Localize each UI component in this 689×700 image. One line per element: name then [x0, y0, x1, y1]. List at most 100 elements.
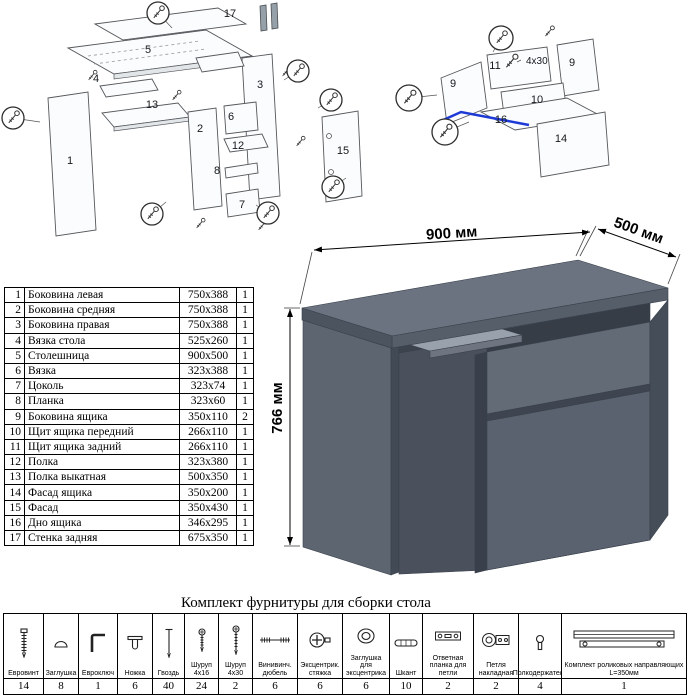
part-size-cell: 323x60 — [179, 393, 237, 410]
hardware-item-label: Ножка — [124, 669, 146, 677]
hardware-item-qty: 40 — [153, 679, 184, 694]
cam-lock-icon — [308, 617, 332, 662]
part-name-cell: Полка выкатная — [24, 469, 180, 486]
hardware-item-qty: 1 — [562, 679, 686, 694]
part-number-cell: 10 — [4, 423, 25, 440]
hardware-item-qty: 2 — [423, 679, 473, 694]
part-number-cell: 3 — [4, 317, 25, 334]
part-name-cell: Дно ящика — [24, 514, 180, 532]
part-qty-cell: 1 — [236, 423, 254, 440]
hardware-item: Евроключ — [79, 614, 117, 678]
part-number-cell: 4 — [4, 332, 25, 349]
hardware-item-label: Евровинт — [8, 669, 39, 677]
part-name-cell: Щит ящика передний — [24, 423, 180, 440]
nail-icon — [164, 617, 174, 670]
screw-4x16-icon — [195, 617, 209, 662]
part-qty-cell: 1 — [236, 469, 254, 486]
part-number-cell: 15 — [4, 499, 25, 516]
part-qty-cell: 1 — [236, 529, 254, 547]
hanger-bolt-icon — [258, 617, 292, 662]
part-qty-cell: 1 — [236, 332, 254, 349]
part-qty-cell: 1 — [236, 286, 254, 304]
part-size-cell: 323x74 — [179, 378, 237, 395]
hardware-item: Ножка — [118, 614, 152, 678]
screw-size-note: 4x30 — [526, 56, 548, 67]
hardware-item-label: Шуруп 4x16 — [191, 662, 212, 677]
part-number-label: 11 — [489, 60, 500, 72]
assembled-desk — [301, 259, 669, 576]
hardware-item-qty: 6 — [118, 679, 152, 694]
part-qty-cell: 1 — [236, 347, 254, 364]
part-number-cell: 2 — [4, 302, 25, 319]
hardware-item: Заглушка для эксцентрика — [343, 614, 389, 678]
part-name-cell: Стенка задняя — [24, 529, 180, 547]
hardware-item: Шуруп 4x16 — [185, 614, 218, 678]
roller-rails-icon — [572, 617, 676, 662]
part-number-cell: 14 — [4, 484, 25, 501]
part-size-cell: 525x260 — [179, 332, 237, 349]
part-size-cell: 323x388 — [179, 362, 237, 380]
hardware-item: Эксцентрик. стяжка — [298, 614, 342, 678]
screw-4x30-icon — [229, 617, 243, 662]
hardware-item: Евровинт — [4, 614, 43, 678]
hardware-item-label: Шуруп 4x30 — [225, 662, 246, 677]
part-qty-cell: 1 — [236, 514, 254, 532]
part-number-cell: 9 — [4, 408, 25, 425]
part-number-cell: 13 — [4, 469, 25, 486]
hardware-item: Ответная планка для петли — [423, 614, 473, 678]
part-size-cell: 350x430 — [179, 499, 237, 516]
dim-height-label: 766 мм — [269, 382, 286, 433]
cam-cover-icon — [356, 617, 376, 655]
part-name-cell: Планка — [24, 393, 180, 410]
hardware-item-qty: 2 — [219, 679, 252, 694]
part-name-cell: Щит ящика задний — [24, 438, 180, 456]
part-number-label: 17 — [224, 8, 236, 20]
part-number-label: 9 — [450, 78, 456, 90]
part-number-label: 3 — [257, 79, 263, 91]
desk-render: 900 мм 500 мм 766 мм — [269, 214, 681, 576]
part-qty-cell: 1 — [236, 317, 254, 334]
part-name-cell: Боковина правая — [24, 317, 180, 334]
dim-width-label: 900 мм — [426, 223, 478, 243]
fastener-callouts — [1, 1, 347, 226]
drawer-parts — [440, 38, 610, 178]
part-number-label: 5 — [145, 44, 151, 56]
hardware-item-qty: 6 — [298, 679, 342, 694]
part-name-cell: Вязка — [24, 362, 180, 380]
part-size-cell: 266x110 — [179, 438, 237, 456]
dim-depth-label: 500 мм — [611, 214, 665, 248]
part-qty-cell: 1 — [236, 438, 254, 456]
part-name-cell: Полка — [24, 454, 180, 471]
dowel-icon — [393, 617, 419, 670]
part-number-cell: 12 — [4, 454, 25, 471]
part-number-cell: 1 — [4, 286, 25, 304]
part-number-cell: 7 — [4, 378, 25, 395]
hardware-kit-title: Комплект фурнитуры для сборки стола — [181, 595, 431, 611]
part-size-cell: 350x200 — [179, 484, 237, 501]
hardware-item-label: Винивинч. дюбель — [258, 662, 292, 677]
part-name-cell: Вязка стола — [24, 332, 180, 349]
hardware-item-qty: 6 — [253, 679, 297, 694]
part-number-label: 10 — [531, 94, 543, 106]
hardware-item-label: Заглушка для эксцентрика — [345, 654, 387, 677]
hardware-item: Заглушка — [44, 614, 78, 678]
part-number-label: 13 — [146, 99, 158, 111]
hardware-item-label: Ответная планка для петли — [429, 654, 467, 677]
part-qty-cell: 1 — [236, 499, 254, 516]
euro-screw-icon — [16, 617, 32, 670]
hardware-item-qty: 2 — [474, 679, 518, 694]
